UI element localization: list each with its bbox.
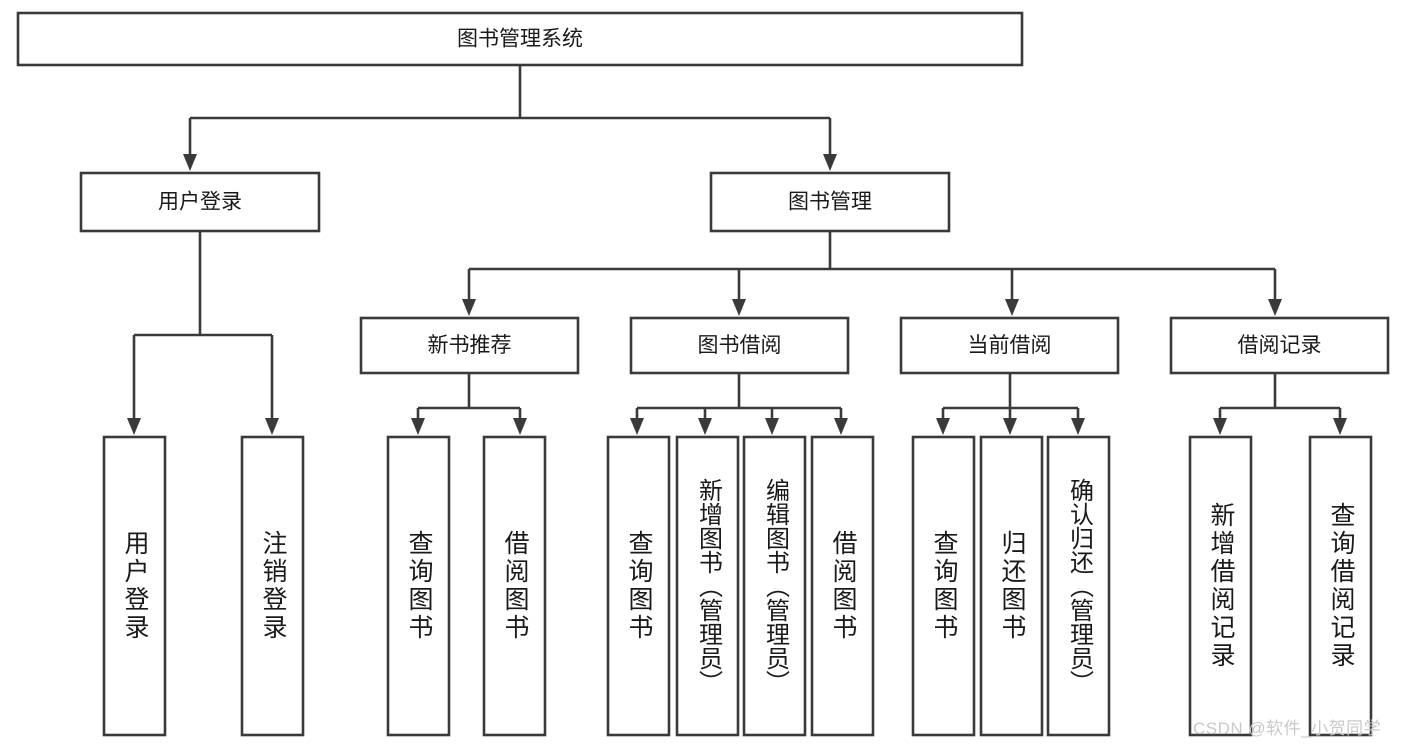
node-box-user-login[interactable] bbox=[79, 171, 321, 233]
leaf-box-7[interactable] bbox=[742, 435, 807, 737]
arrow-to-leaf-10 bbox=[1003, 418, 1017, 435]
leaf-box-4[interactable] bbox=[482, 435, 547, 737]
leaf-box-13[interactable] bbox=[1308, 435, 1373, 737]
csdn-watermark: CSDN @软件_小贺同学 bbox=[1193, 719, 1382, 738]
node-box-book-borrow[interactable] bbox=[629, 316, 850, 375]
arrow-to-leaf-11 bbox=[1071, 418, 1085, 435]
arrow-to-leaf-4 bbox=[513, 418, 527, 435]
arrow-to-leaf-12 bbox=[1213, 418, 1227, 435]
node-label-book-manage: 图书管理 bbox=[788, 191, 872, 214]
leaf-box-11[interactable] bbox=[1046, 435, 1111, 737]
arrow-to-leaf-1 bbox=[127, 418, 141, 435]
node-label-new-book-rec: 新书推荐 bbox=[428, 334, 512, 357]
node-label-borrow-record: 借阅记录 bbox=[1238, 334, 1322, 357]
arrow-to-book-borrow bbox=[732, 299, 746, 316]
node-box-new-book-rec[interactable] bbox=[359, 316, 580, 375]
node-box-book-manage[interactable] bbox=[709, 171, 951, 233]
node-label-root: 图书管理系统 bbox=[457, 28, 583, 51]
arrow-to-user-login bbox=[183, 154, 197, 171]
leaf-box-3[interactable] bbox=[386, 435, 451, 737]
arrow-to-new-book-rec bbox=[462, 299, 476, 316]
arrow-to-leaf-3 bbox=[411, 418, 425, 435]
node-label-book-borrow: 图书借阅 bbox=[698, 334, 782, 357]
leaf-box-1[interactable] bbox=[102, 435, 167, 737]
node-box-current-borrow[interactable] bbox=[899, 316, 1120, 375]
leaf-box-9[interactable] bbox=[911, 435, 976, 737]
arrow-to-book-manage bbox=[823, 154, 837, 171]
arrow-to-borrow-record bbox=[1268, 299, 1282, 316]
node-box-borrow-record[interactable] bbox=[1169, 316, 1390, 375]
arrow-to-leaf-5 bbox=[630, 418, 644, 435]
arrow-to-leaf-13 bbox=[1333, 418, 1347, 435]
leaf-box-10[interactable] bbox=[979, 435, 1044, 737]
arrow-head-layer bbox=[127, 154, 1347, 435]
leaf-box-5[interactable] bbox=[606, 435, 671, 737]
arrow-to-leaf-6 bbox=[698, 418, 712, 435]
node-box-layer bbox=[16, 11, 1390, 737]
leaf-box-2[interactable] bbox=[240, 435, 305, 737]
node-box-root[interactable] bbox=[16, 11, 1024, 67]
arrow-to-leaf-8 bbox=[834, 418, 848, 435]
leaf-box-6[interactable] bbox=[675, 435, 740, 737]
arrow-to-leaf-2 bbox=[265, 418, 279, 435]
arrow-to-leaf-9 bbox=[936, 418, 950, 435]
node-label-current-borrow: 当前借阅 bbox=[968, 334, 1052, 357]
arrow-to-leaf-7 bbox=[765, 418, 779, 435]
leaf-box-12[interactable] bbox=[1188, 435, 1253, 737]
arrow-to-current-borrow bbox=[1005, 299, 1019, 316]
leaf-box-8[interactable] bbox=[810, 435, 875, 737]
node-label-user-login: 用户登录 bbox=[158, 191, 242, 214]
